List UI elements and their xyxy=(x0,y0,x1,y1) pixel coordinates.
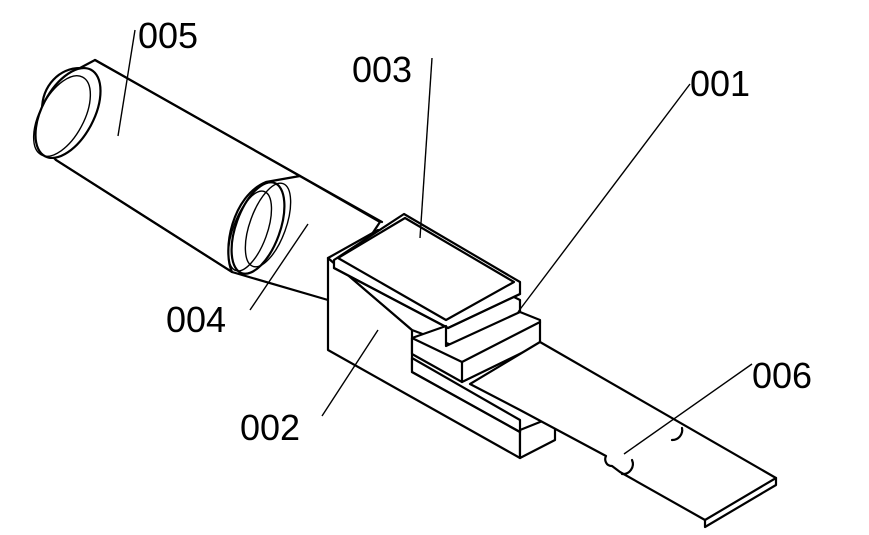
label-004: 004 xyxy=(166,299,226,340)
leader-004 xyxy=(249,223,309,311)
leader-002 xyxy=(321,329,379,417)
plate-003 xyxy=(332,212,522,330)
leader-003 xyxy=(419,57,433,239)
blade-006 xyxy=(468,340,778,529)
leader-001 xyxy=(517,83,691,313)
label-005: 005 xyxy=(138,15,198,56)
label-001: 001 xyxy=(690,63,750,104)
leader-005 xyxy=(117,29,136,137)
label-003: 003 xyxy=(352,49,412,90)
label-002: 002 xyxy=(240,407,300,448)
label-006: 006 xyxy=(752,355,812,396)
leader-006 xyxy=(623,363,753,455)
leader-lines xyxy=(117,29,753,455)
